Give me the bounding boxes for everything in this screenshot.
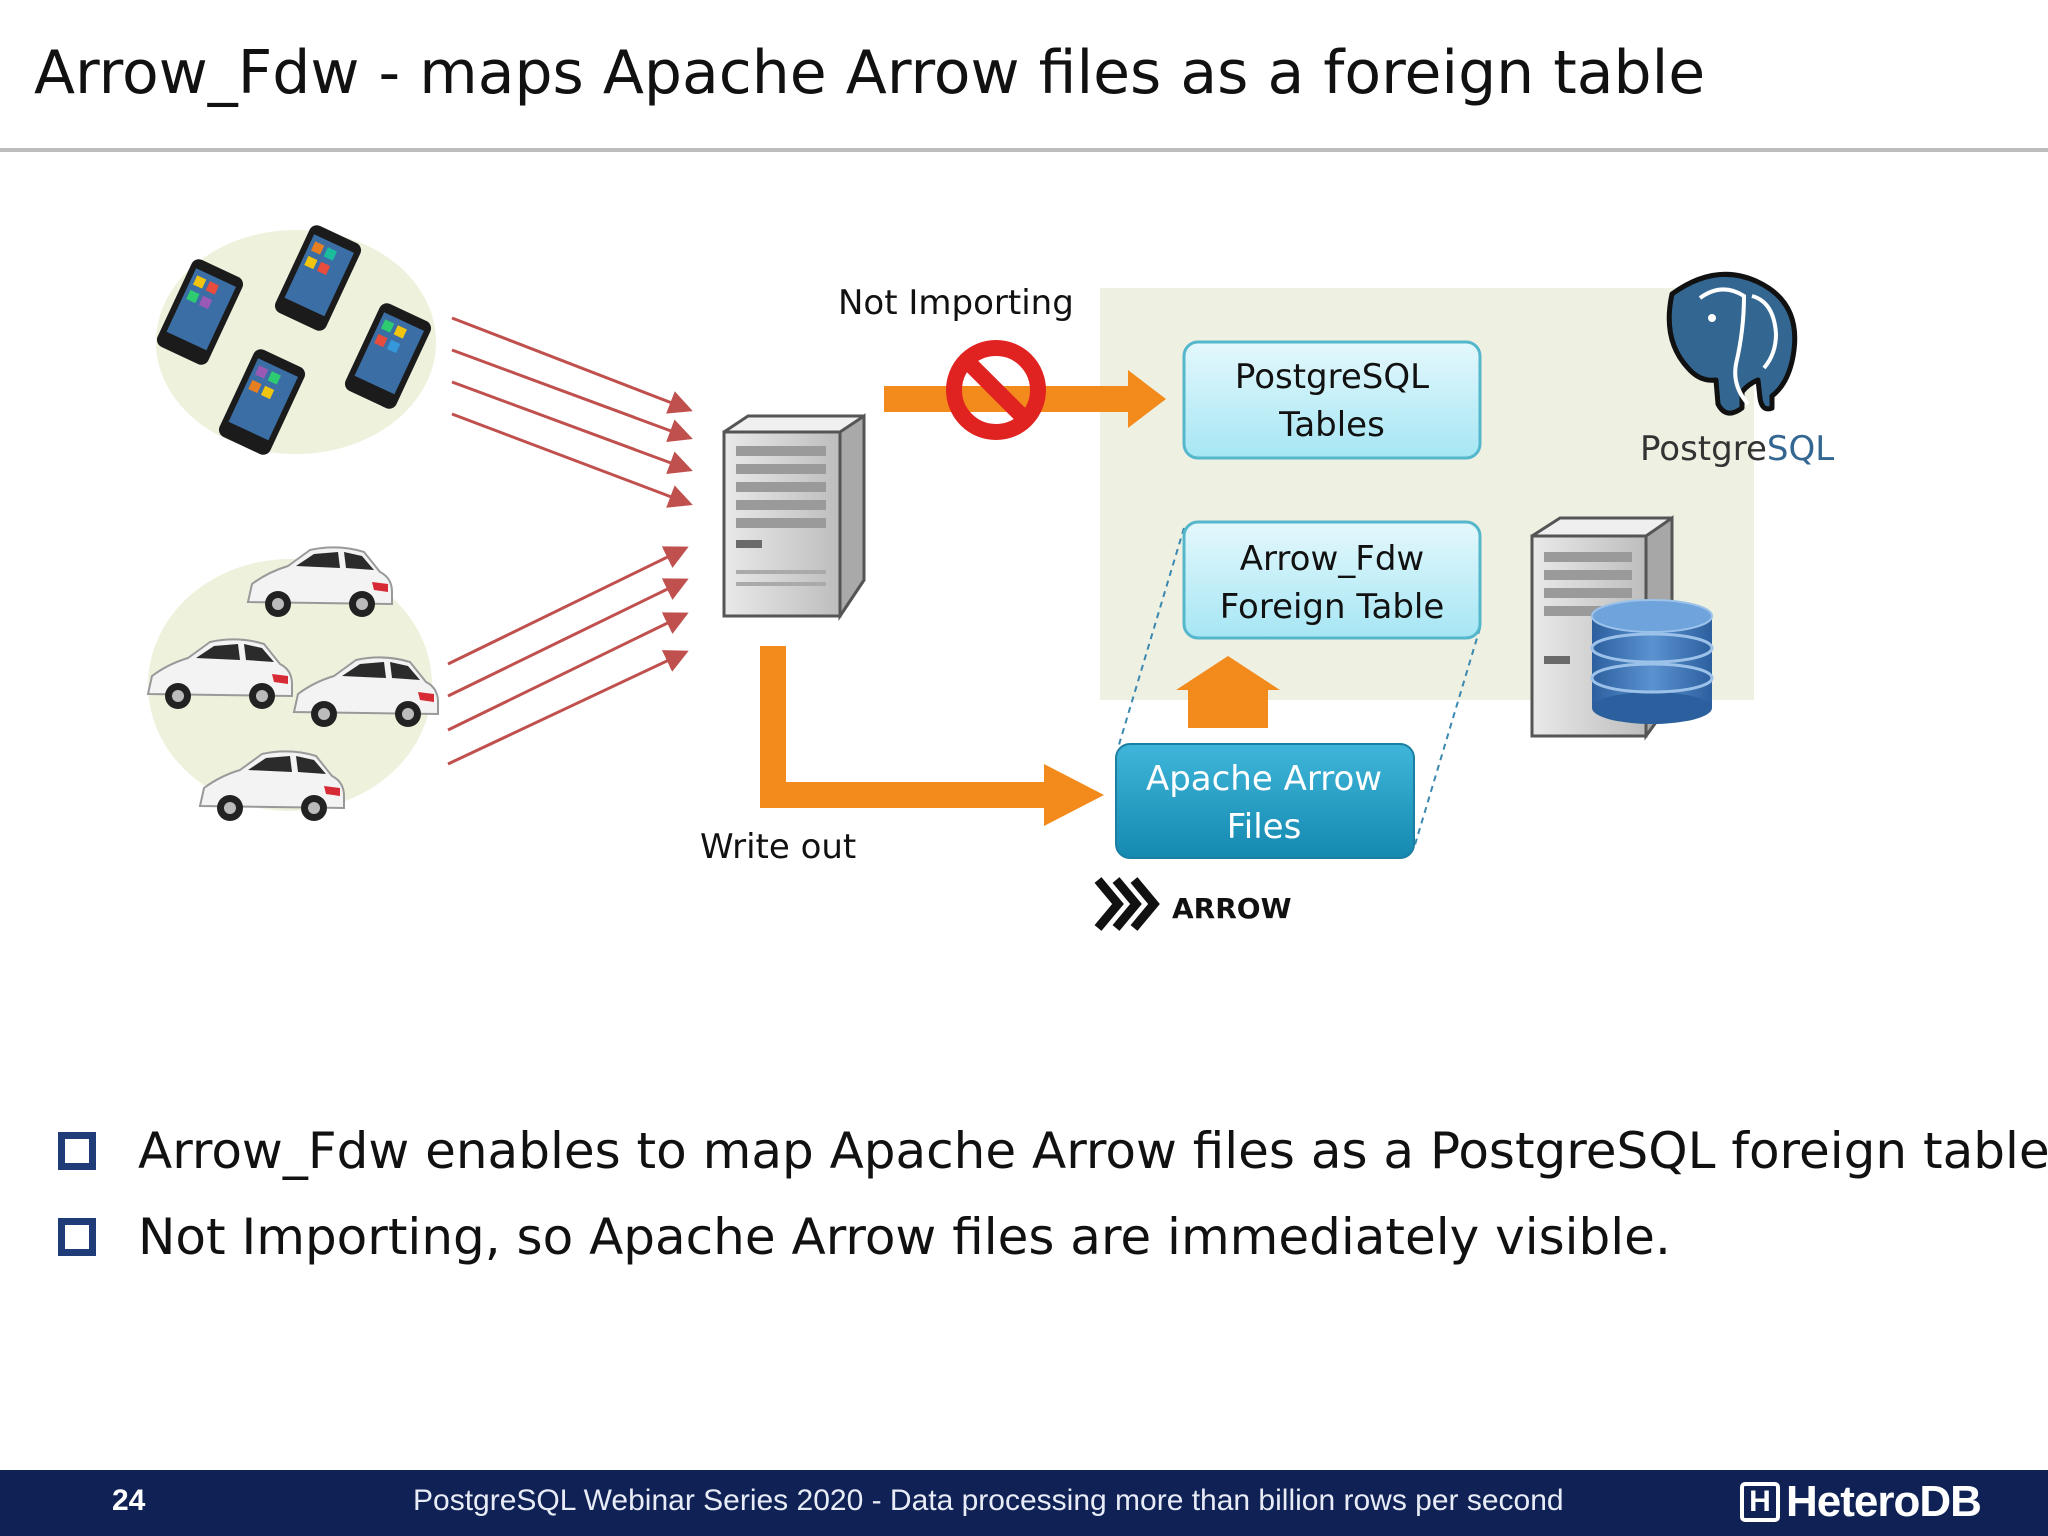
svg-text:Tables: Tables: [1278, 405, 1385, 445]
cars-group: [147, 546, 439, 822]
slide-footer: 24 PostgreSQL Webinar Series 2020 - Data…: [0, 1470, 2048, 1536]
title-divider: [0, 148, 2048, 152]
svg-text:Files: Files: [1227, 807, 1302, 847]
architecture-diagram: Not Importing Write out PostgreSQL Table…: [147, 225, 1834, 931]
svg-text:Arrow_Fdw: Arrow_Fdw: [1240, 539, 1424, 579]
smartphones-group: [156, 225, 436, 455]
postgresql-tables-box: PostgreSQL Tables: [1182, 340, 1482, 460]
heterodb-logo-text: HeteroDB: [1786, 1477, 1982, 1526]
svg-text:Apache Arrow: Apache Arrow: [1146, 759, 1382, 799]
data-flow-arrows: [447, 316, 693, 766]
svg-text:Foreign Table: Foreign Table: [1220, 587, 1445, 627]
bullet-list: Arrow_Fdw enables to map Apache Arrow fi…: [58, 1108, 2048, 1280]
postgresql-elephant-icon: [1666, 271, 1798, 416]
bullet-square-icon: [58, 1218, 96, 1256]
footer-text: PostgreSQL Webinar Series 2020 - Data pr…: [413, 1484, 1564, 1517]
heterodb-logo: H HeteroDB: [1740, 1476, 1982, 1528]
apache-arrow-files-box: Apache Arrow Files: [1115, 743, 1415, 859]
not-importing-label: Not Importing: [838, 283, 1074, 323]
ingest-server-icon: [722, 413, 866, 621]
write-out-label: Write out: [700, 827, 856, 867]
map-up-arrow: [1176, 656, 1280, 728]
apache-arrow-logo: ARROW: [1094, 877, 1292, 931]
page-number: 24: [112, 1484, 146, 1517]
svg-text:PostgreSQL: PostgreSQL: [1235, 357, 1429, 397]
list-item: Arrow_Fdw enables to map Apache Arrow fi…: [58, 1108, 2048, 1194]
database-cylinder-icon: [1590, 599, 1714, 724]
bullet-square-icon: [58, 1132, 96, 1170]
list-item: Not Importing, so Apache Arrow files are…: [58, 1194, 2048, 1280]
mapping-dashed-lines: [1117, 527, 1481, 849]
prohibited-icon: [946, 340, 1046, 440]
arrow-fdw-foreign-table-box: Arrow_Fdw Foreign Table: [1182, 520, 1482, 640]
svg-text:ARROW: ARROW: [1172, 892, 1292, 925]
slide-title: Arrow_Fdw - maps Apache Arrow files as a…: [34, 38, 1706, 108]
heterodb-logo-mark: H: [1740, 1482, 1780, 1522]
postgresql-wordmark: PostgreSQL: [1640, 429, 1834, 469]
write-out-arrow: [760, 646, 1104, 826]
